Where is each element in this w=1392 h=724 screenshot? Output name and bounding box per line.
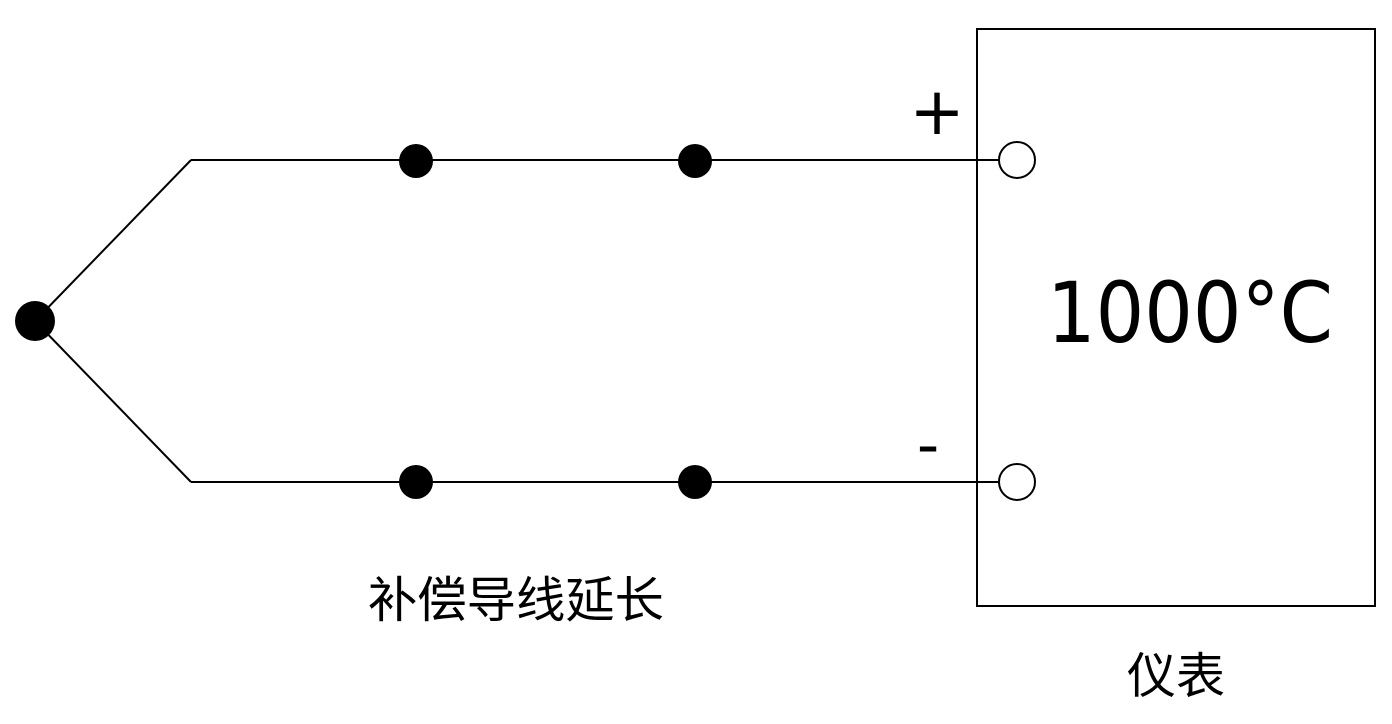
- instrument-box: [976, 28, 1376, 607]
- negative-joint-1: [399, 465, 433, 499]
- negative-sign-label: -: [917, 408, 939, 481]
- hot-junction-node: [15, 301, 55, 341]
- instrument-caption: 仪表: [1127, 648, 1225, 705]
- thermocouple-leg-bottom: [34, 320, 192, 483]
- positive-joint-1: [399, 144, 433, 178]
- negative-terminal: [998, 463, 1036, 501]
- extension-wire-caption: 补偿导线延长: [368, 572, 664, 629]
- positive-joint-2: [678, 144, 712, 178]
- thermocouple-leg-top: [34, 159, 192, 322]
- positive-sign-label: +: [909, 73, 964, 150]
- positive-terminal: [998, 141, 1036, 179]
- negative-joint-2: [678, 465, 712, 499]
- instrument-reading: 1000°C: [1047, 264, 1333, 362]
